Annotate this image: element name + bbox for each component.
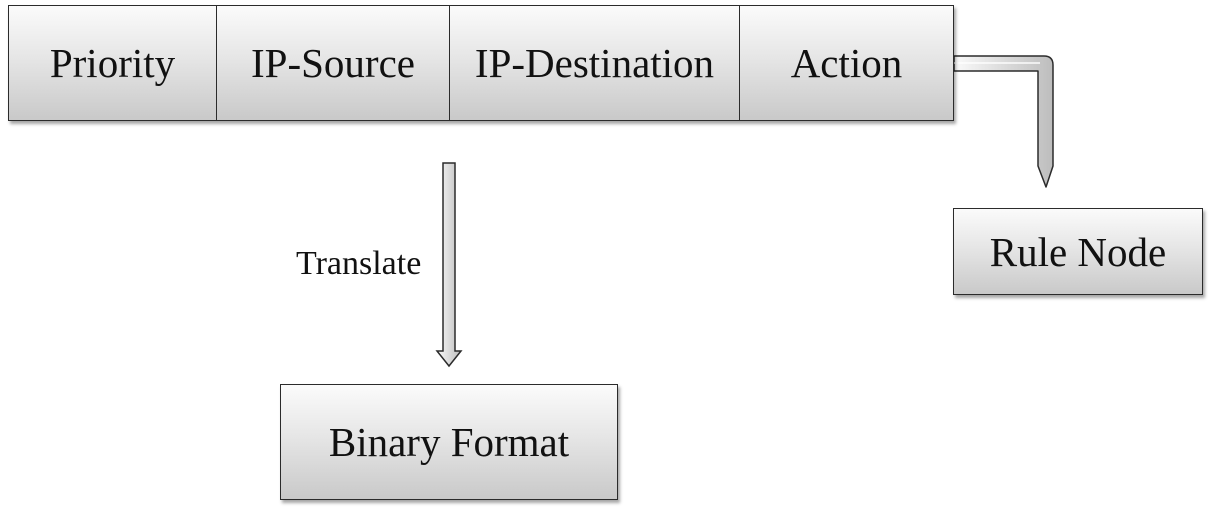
ip-source-field: IP-Source [216, 5, 449, 121]
binary-format-box: Binary Format [280, 384, 618, 500]
action-to-rule-node-arrow [953, 55, 1054, 188]
rule-node-box: Rule Node [953, 208, 1203, 295]
action-field-label: Action [790, 40, 903, 86]
priority-field: Priority [8, 5, 216, 121]
rule-node-label: Rule Node [989, 228, 1167, 275]
priority-field-label: Priority [49, 40, 176, 86]
translate-arrow [435, 162, 463, 368]
rule-fields-bar: Priority IP-Source IP-Destination Action [8, 5, 954, 121]
binary-format-label: Binary Format [328, 419, 570, 465]
translate-label: Translate [296, 245, 422, 282]
ip-destination-field: IP-Destination [449, 5, 739, 121]
ip-destination-field-label: IP-Destination [474, 40, 715, 86]
ip-source-field-label: IP-Source [251, 40, 415, 86]
action-field: Action [739, 5, 954, 121]
